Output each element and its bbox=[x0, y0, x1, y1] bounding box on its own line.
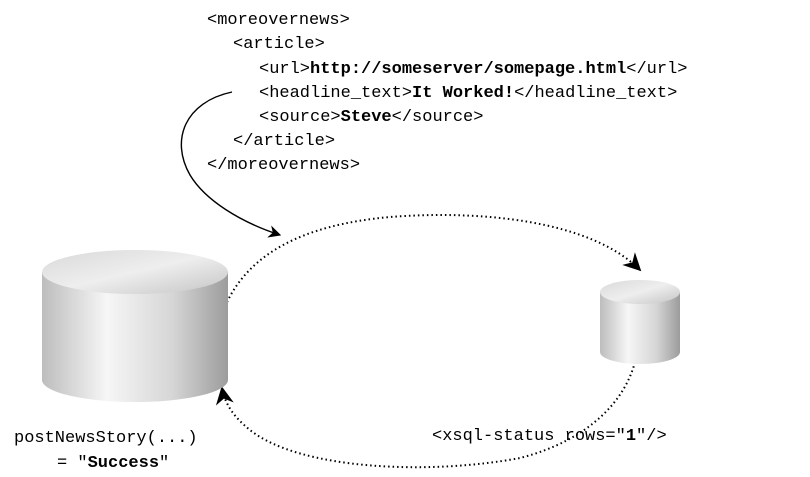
xsql-status-label: <xsql-status rows="1"/> bbox=[432, 427, 667, 446]
large-database-cylinder-icon bbox=[42, 250, 228, 402]
xml-line-source: <source>Steve</source> bbox=[259, 108, 483, 127]
xml-line-article-close: </article> bbox=[233, 132, 335, 151]
function-result-label: = "Success" bbox=[57, 454, 169, 473]
dotted-arc-response bbox=[215, 361, 636, 469]
small-database-cylinder-icon bbox=[600, 280, 680, 364]
function-call-label: postNewsStory(...) bbox=[14, 429, 198, 448]
xml-line-url: <url>http://someserver/somepage.html</ur… bbox=[259, 60, 688, 79]
xml-line-article-open: <article> bbox=[233, 35, 325, 54]
xml-line-headline: <headline_text>It Worked!</headline_text… bbox=[259, 84, 677, 103]
xml-line-moreovernews-close: </moreovernews> bbox=[207, 156, 360, 175]
dotted-arc-request bbox=[226, 214, 642, 303]
xml-line-moreovernews-open: <moreovernews> bbox=[207, 11, 350, 30]
xml-to-loop-arrow bbox=[180, 91, 282, 238]
xml-snippet: <moreovernews> <article> <url>http://som… bbox=[207, 11, 688, 175]
